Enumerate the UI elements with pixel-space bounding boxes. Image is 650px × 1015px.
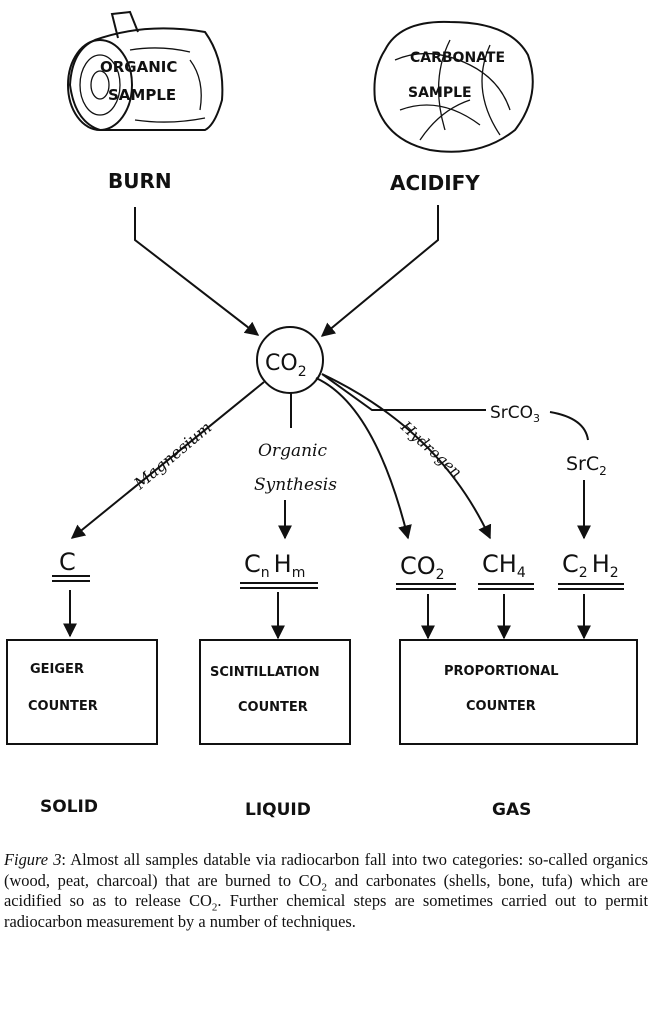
arrow-burn-to-co2 (134, 207, 260, 336)
caption-part1: : Almost all samples datable via radioca… (4, 850, 649, 890)
product-c-underline (52, 575, 90, 582)
organic-synthesis-line1: Organic (258, 441, 327, 461)
arrow-magnesium (70, 381, 265, 539)
hydrogen-label: Hydrogen (397, 417, 466, 482)
phase-liquid: LIQUID (245, 800, 311, 820)
arrow-to-co2-product (315, 377, 412, 540)
product-c2h2-underline (558, 583, 624, 590)
organic-synthesis-line2: Synthesis (254, 475, 337, 495)
burn-label: BURN (108, 169, 172, 193)
organic-sample-line1: ORGANIC (100, 58, 177, 76)
organic-sample-line2: SAMPLE (108, 86, 176, 104)
caption-sub2: 2 (211, 901, 218, 914)
arrow-acidify-to-co2 (320, 205, 439, 337)
line-to-srco3 (321, 373, 486, 411)
scintillation-line2: COUNTER (238, 700, 308, 715)
figure-caption: Figure 3: Almost all samples datable via… (4, 850, 648, 932)
proportional-counter-box (399, 639, 638, 745)
geiger-line2: COUNTER (28, 699, 98, 714)
radiocarbon-diagram: ORGANIC SAMPLE CARBONATE SAMPLE BURN ACI… (6, 10, 638, 820)
product-c: C (59, 548, 76, 576)
carbonate-sample-line2: SAMPLE (408, 85, 472, 101)
product-ch4-underline (478, 583, 534, 590)
product-ch4: CH4 (482, 550, 526, 581)
caption-sub1: 2 (321, 880, 327, 893)
caption-part2: and carbonates (shells, bone, tufa) whic… (4, 870, 649, 911)
geiger-counter-box (6, 639, 158, 745)
product-cnhm-underline (240, 582, 318, 589)
co2-center-label: CO2 (265, 351, 307, 380)
log-illustration (67, 10, 224, 131)
product-co2-underline (396, 583, 456, 590)
figure-label: Figure 3 (4, 850, 62, 869)
proportional-line1: PROPORTIONAL (444, 664, 559, 679)
line-srco3-to-src2 (549, 411, 589, 441)
scintillation-counter-box (199, 639, 351, 745)
arrow-hydrogen (321, 373, 492, 540)
geiger-line1: GEIGER (30, 662, 84, 677)
src2-label: SrC2 (566, 453, 607, 478)
caption-part3: . Further chemical steps are sometimes c… (4, 891, 648, 931)
phase-solid: SOLID (40, 797, 98, 817)
product-co2: CO2 (400, 552, 445, 583)
rock-illustration (373, 20, 534, 153)
proportional-line2: COUNTER (466, 699, 536, 714)
magnesium-label: Magnesium (130, 418, 216, 494)
scintillation-line1: SCINTILLATION (210, 665, 320, 680)
srco3-label: SrCO3 (490, 403, 540, 425)
carbonate-sample-line1: CARBONATE (410, 50, 505, 66)
acidify-label: ACIDIFY (390, 171, 480, 195)
phase-gas: GAS (492, 800, 531, 820)
